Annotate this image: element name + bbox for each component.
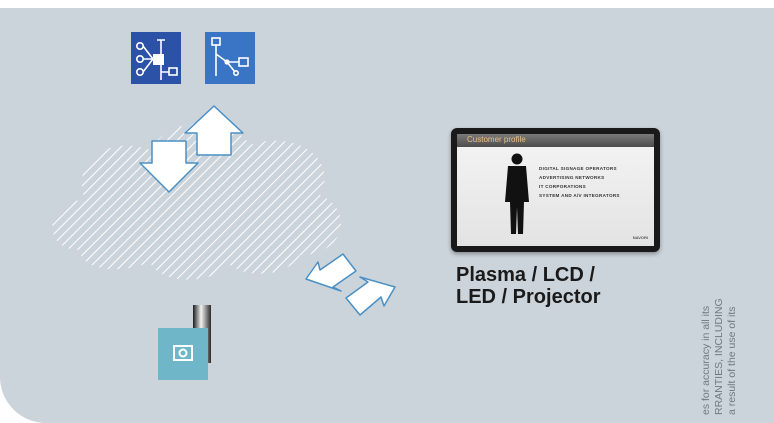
slide-logo: NAVORI — [632, 235, 648, 240]
disclaimer-line: RRANTIES, INCLUDING — [713, 298, 725, 415]
cloud-shape — [52, 123, 342, 280]
slide-item-list: DIGITAL SIGNAGE OPERATORS ADVERTISING NE… — [539, 164, 620, 200]
slide-item: IT CORPORATIONS — [539, 184, 587, 189]
person-silhouette-icon — [505, 153, 529, 234]
disclaimer-text: es for accuracy in all its RRANTIES, INC… — [700, 298, 739, 415]
diagram-panel: Customer profile DIGITAL SIGNAGE OPERATO… — [0, 8, 774, 423]
slide-item: DIGITAL SIGNAGE OPERATORS — [539, 166, 617, 171]
slide-item: SYSTEM AND A/V INTEGRATORS — [539, 193, 620, 198]
network-branch-icon — [205, 32, 255, 84]
slide-header — [457, 134, 654, 147]
disclaimer-line: es for accuracy in all its — [700, 305, 712, 415]
upload-arrow-icon — [184, 105, 244, 156]
bidirectional-arrows-icon — [305, 253, 396, 316]
screen-slide: Customer profile DIGITAL SIGNAGE OPERATO… — [457, 134, 654, 246]
disclaimer-line: a result of the use of its — [726, 306, 738, 415]
slide-item: ADVERTISING NETWORKS — [539, 175, 605, 180]
download-arrow-icon — [139, 140, 199, 193]
display-caption: Plasma / LCD / LED / Projector — [456, 264, 601, 308]
media-player-icon — [158, 305, 211, 380]
top-margin — [0, 0, 774, 8]
slide-title: Customer profile — [467, 135, 526, 144]
network-hierarchy-icon — [131, 32, 181, 84]
display-screen: Customer profile DIGITAL SIGNAGE OPERATO… — [451, 128, 660, 252]
